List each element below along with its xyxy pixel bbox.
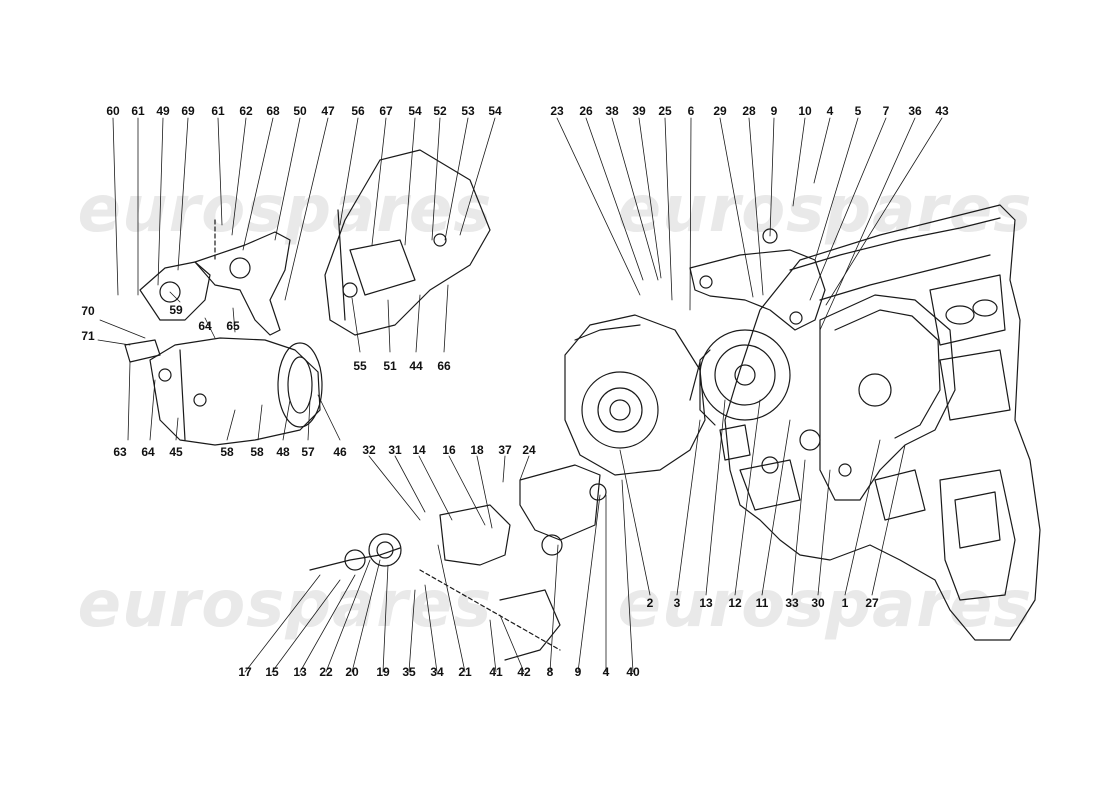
callout-54: 54	[488, 104, 502, 118]
callout-66: 66	[437, 359, 451, 373]
callout-34: 34	[430, 665, 444, 679]
callout-39: 39	[632, 104, 646, 118]
callout-56: 56	[351, 104, 365, 118]
callout-8: 8	[546, 665, 554, 679]
callout-46: 46	[333, 445, 347, 459]
callout-62: 62	[239, 104, 253, 118]
callout-13: 13	[699, 596, 713, 610]
callout-55: 55	[353, 359, 367, 373]
callout-54: 54	[408, 104, 422, 118]
callout-12: 12	[728, 596, 742, 610]
watermark-top-left: eurospares	[77, 173, 493, 247]
callout-36: 36	[908, 104, 922, 118]
callout-67: 67	[379, 104, 393, 118]
callout-28: 28	[742, 104, 756, 118]
callout-17: 17	[238, 665, 252, 679]
callout-61: 61	[211, 104, 225, 118]
callout-32: 32	[362, 443, 376, 457]
callout-25: 25	[658, 104, 672, 118]
callout-65: 65	[226, 319, 240, 333]
callout-52: 52	[433, 104, 447, 118]
callout-2: 2	[646, 596, 654, 610]
callout-59: 59	[169, 303, 183, 317]
callout-11: 11	[755, 596, 769, 610]
callout-53: 53	[461, 104, 475, 118]
callout-44: 44	[409, 359, 423, 373]
callout-16: 16	[442, 443, 456, 457]
callout-60: 60	[106, 104, 120, 118]
callout-48: 48	[276, 445, 290, 459]
callout-61: 61	[131, 104, 145, 118]
callout-1: 1	[841, 596, 849, 610]
callout-38: 38	[605, 104, 619, 118]
leader-lines	[97, 117, 943, 673]
callout-51: 51	[383, 359, 397, 373]
callout-70: 70	[81, 304, 95, 318]
callout-57: 57	[301, 445, 315, 459]
watermark-bottom-left: eurospares	[77, 568, 493, 642]
callout-64: 64	[198, 319, 212, 333]
watermark-bottom-right: eurospares	[617, 568, 1033, 642]
compressor-bracket	[139, 219, 291, 336]
callout-71: 71	[81, 329, 95, 343]
callout-49: 49	[156, 104, 170, 118]
engine-block	[719, 204, 1041, 641]
callout-31: 31	[388, 443, 402, 457]
callout-14: 14	[412, 443, 426, 457]
callout-9: 9	[770, 104, 778, 118]
callout-10: 10	[798, 104, 812, 118]
callout-42: 42	[517, 665, 531, 679]
callout-29: 29	[713, 104, 727, 118]
callout-15: 15	[265, 665, 279, 679]
callout-47: 47	[321, 104, 335, 118]
callout-24: 24	[522, 443, 536, 457]
callout-20: 20	[345, 665, 359, 679]
callout-3: 3	[673, 596, 681, 610]
compressor	[124, 337, 323, 446]
pump-assembly	[564, 314, 706, 476]
callout-69: 69	[181, 104, 195, 118]
timing-cover	[819, 294, 956, 501]
watermark-top-right: eurospares	[617, 173, 1033, 247]
callout-7: 7	[882, 104, 890, 118]
callout-26: 26	[579, 104, 593, 118]
callout-9: 9	[574, 665, 582, 679]
callout-63: 63	[113, 445, 127, 459]
callout-22: 22	[319, 665, 333, 679]
pulley	[689, 329, 791, 426]
callout-68: 68	[266, 104, 280, 118]
callout-4: 4	[826, 104, 834, 118]
callout-37: 37	[498, 443, 512, 457]
callout-33: 33	[785, 596, 799, 610]
mounting-plate	[324, 149, 491, 336]
callout-6: 6	[687, 104, 695, 118]
callout-19: 19	[376, 665, 390, 679]
callout-5: 5	[854, 104, 862, 118]
callout-40: 40	[626, 665, 640, 679]
callout-4: 4	[602, 665, 610, 679]
callout-35: 35	[402, 665, 416, 679]
callout-58: 58	[220, 445, 234, 459]
callout-23: 23	[550, 104, 564, 118]
callout-41: 41	[489, 665, 503, 679]
callout-18: 18	[470, 443, 484, 457]
tensioner-assembly	[309, 464, 607, 661]
callout-21: 21	[458, 665, 472, 679]
callout-30: 30	[811, 596, 825, 610]
callout-50: 50	[293, 104, 307, 118]
callout-45: 45	[169, 445, 183, 459]
callout-43: 43	[935, 104, 949, 118]
callout-58: 58	[250, 445, 264, 459]
callout-27: 27	[865, 596, 879, 610]
callout-64: 64	[141, 445, 155, 459]
upper-bracket	[689, 228, 826, 331]
callout-13: 13	[293, 665, 307, 679]
